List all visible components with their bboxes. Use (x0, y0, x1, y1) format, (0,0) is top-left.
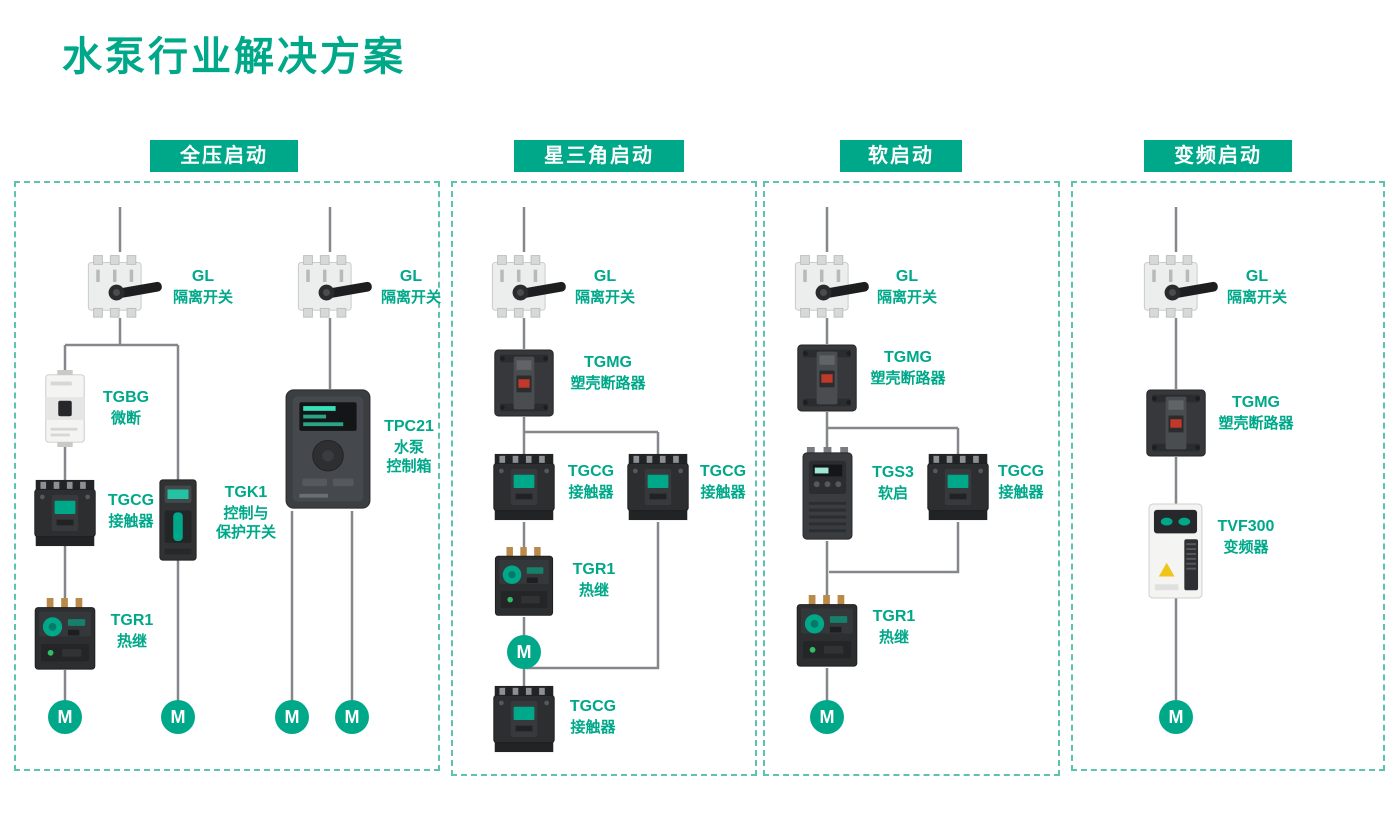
component-label-tgcg: TGCG 接触器 (107, 492, 155, 530)
panel-vfd-start (1071, 181, 1385, 771)
component-label-tgmg: TGMG 塑壳断路器 (570, 354, 646, 392)
component-label-gl: GL 隔离开关 (380, 268, 441, 306)
gl-isolator-image (1132, 250, 1220, 321)
component-label-tgr1: TGR1 热继 (110, 612, 154, 650)
tvf300-inverter-image (1145, 502, 1206, 600)
component-label-tgcg: TGCG 接触器 (567, 463, 615, 501)
component-label-gl: GL 隔离开关 (876, 268, 937, 306)
gl-isolator-image (76, 250, 164, 321)
component-label-tgbg: TGBG 微断 (102, 389, 150, 427)
component-label-tgcg: TGCG 接触器 (699, 463, 747, 501)
tgmg-breaker-image (794, 342, 860, 414)
gl-isolator-image (480, 250, 568, 321)
panel-header-star-delta: 星三角启动 (514, 140, 684, 172)
tgcg-contactor-image (924, 452, 992, 522)
component-label-tgcg: TGCG 接触器 (569, 698, 617, 736)
component-label-tgs3: TGS3 软启 (872, 464, 914, 502)
tgr1-relay-image (793, 595, 861, 670)
component-label-gl: GL 隔离开关 (1226, 268, 1287, 306)
tgcg-contactor-image (490, 684, 558, 754)
component-label-gl: GL 隔离开关 (172, 268, 233, 306)
component-label-tgmg: TGMG 塑壳断路器 (870, 349, 946, 387)
tgr1-relay-image (31, 598, 99, 673)
tgcg-contactor-image (490, 452, 558, 522)
tgs3-soft-starter-image (799, 447, 856, 543)
gl-isolator-image (286, 250, 374, 321)
tgcg-contactor-image (31, 478, 99, 548)
component-label-gl: GL 隔离开关 (574, 268, 635, 306)
tgbg-breaker-image (38, 370, 92, 447)
motor-circle: M (507, 635, 541, 669)
motor-circle: M (335, 700, 369, 734)
motor-circle: M (161, 700, 195, 734)
component-label-tgr1: TGR1 热继 (572, 561, 616, 599)
tpc21-control-box-image (282, 387, 374, 511)
gl-isolator-image (783, 250, 871, 321)
page-title: 水泵行业解决方案 (62, 35, 406, 79)
motor-circle: M (810, 700, 844, 734)
tgmg-breaker-image (1143, 387, 1209, 459)
component-label-tvf300: TVF300 变频器 (1217, 518, 1275, 556)
component-label-tgk1: TGK1 控制与 保护开关 (215, 484, 276, 542)
component-label-tgmg: TGMG 塑壳断路器 (1218, 394, 1294, 432)
motor-circle: M (275, 700, 309, 734)
component-label-tgr1: TGR1 热继 (872, 608, 916, 646)
component-label-tpc21: TPC21 水泵 控制箱 (384, 418, 434, 476)
motor-circle: M (1159, 700, 1193, 734)
panel-header-vfd: 变频启动 (1144, 140, 1292, 172)
tgcg-contactor-image (624, 452, 692, 522)
motor-circle: M (48, 700, 82, 734)
panel-header-soft-start: 软启动 (840, 140, 962, 172)
tgmg-breaker-image (491, 347, 557, 419)
panel-header-full-voltage: 全压启动 (150, 140, 298, 172)
tgr1-relay-image (490, 547, 558, 619)
component-label-tgcg: TGCG 接触器 (997, 463, 1045, 501)
